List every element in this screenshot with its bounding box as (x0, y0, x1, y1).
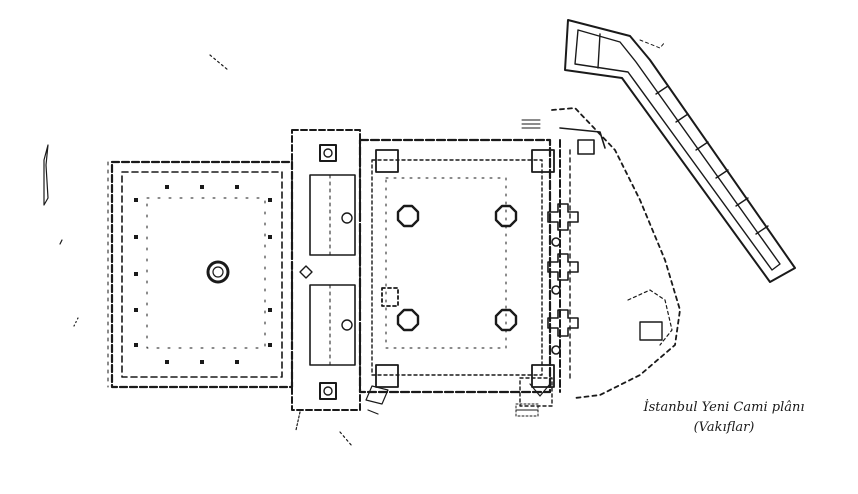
minaret-bases (319, 144, 337, 400)
sketch-marks (43, 54, 389, 447)
royal-ramp (564, 19, 796, 283)
hall-stairs (515, 119, 541, 417)
qibla-wall-buttresses (547, 203, 579, 355)
caption-source: (Vakıflar) (693, 420, 755, 435)
main-piers (396, 204, 518, 332)
hall-buttresses (375, 149, 555, 388)
caption-title: İstanbul Yeni Cami plânı (643, 400, 805, 415)
royal-pavilion (519, 107, 681, 407)
plan-caption: İstanbul Yeni Cami plânı (Vakıflar) (600, 398, 848, 438)
portal-block (291, 129, 361, 411)
courtyard-fountain (206, 260, 230, 284)
courtyard-columns (134, 185, 272, 364)
prayer-hall (358, 138, 571, 394)
